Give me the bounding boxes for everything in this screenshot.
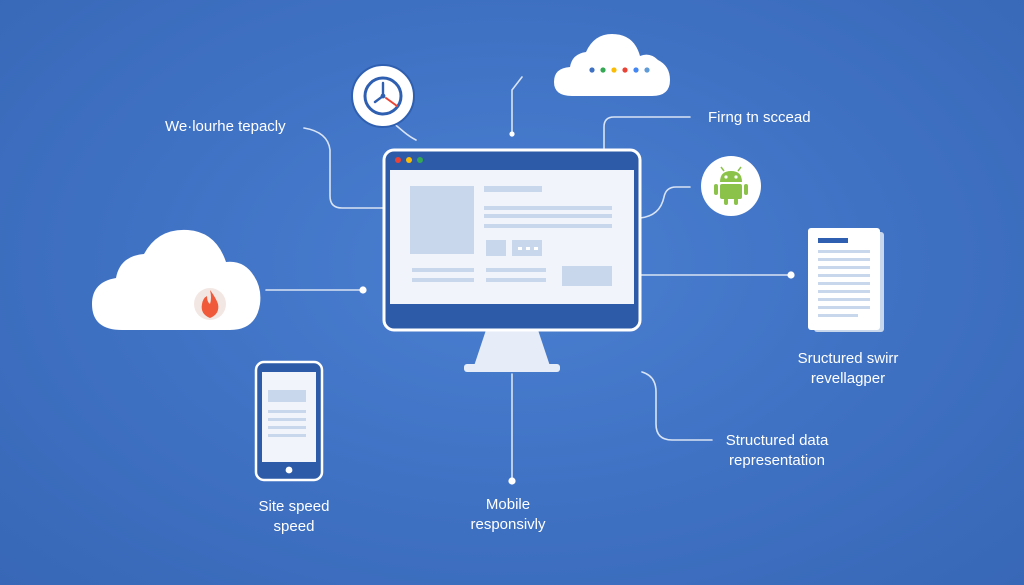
label-right-doc: Sructured swirr revellagper [798, 349, 899, 389]
label-top-right: Firng tn sccead [708, 109, 811, 126]
label-right-mid-line2: representation [729, 452, 825, 469]
label-bottom-left: Site speed speed [259, 497, 330, 537]
connector-right-mid [641, 371, 713, 441]
label-right-mid-line1: Structured data [725, 432, 829, 449]
cloud-dot [611, 67, 617, 73]
document-icon [808, 228, 884, 332]
connector-dot-cloud-top [509, 131, 515, 137]
cloud-left-icon [92, 229, 261, 330]
desktop-monitor-icon [382, 148, 642, 372]
cloud-dots [589, 67, 650, 73]
connector-clock [391, 121, 417, 141]
connector-top-left [303, 127, 385, 209]
smartphone-icon [254, 360, 324, 482]
cloud-dot [600, 67, 606, 73]
label-right-mid: Structured data representation [726, 431, 829, 471]
label-bottom-center-line2: responsivly [470, 516, 546, 533]
clock-icon [351, 64, 415, 128]
flame-icon [194, 288, 226, 320]
cloud-dot [633, 67, 639, 73]
connector-dot-document [787, 271, 795, 279]
connector-top-right [603, 116, 691, 149]
connector-dot-cloud-left [359, 286, 367, 294]
label-bottom-center: Mobile responsivly [470, 495, 545, 535]
label-top-left: We·lourhe tepacly [165, 118, 286, 135]
label-bottom-left-line1: Site speed [258, 498, 330, 515]
label-right-doc-line1: Sructured swirr [797, 350, 899, 367]
cloud-dot [589, 67, 595, 73]
cloud-dot [622, 67, 628, 73]
label-bottom-left-line2: speed [273, 518, 315, 535]
label-bottom-center-line1: Mobile [485, 496, 531, 513]
connector-android [639, 186, 691, 219]
connector-dot-bottom [508, 477, 516, 485]
cloud-dot [644, 67, 650, 73]
label-right-doc-line2: revellagper [810, 370, 886, 387]
android-icon [701, 156, 761, 216]
cloud-top-icon [554, 34, 670, 96]
connector-cloud-top [511, 76, 523, 135]
